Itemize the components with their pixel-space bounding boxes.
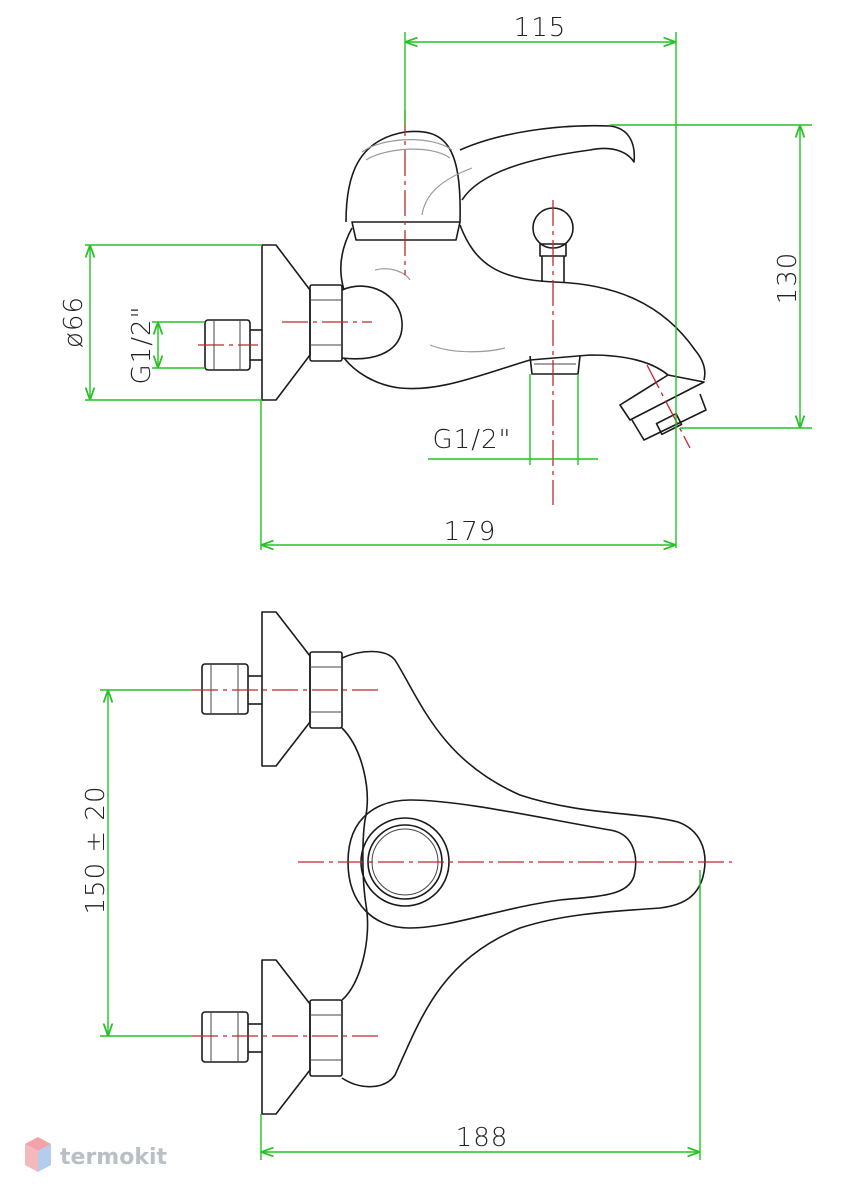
side-spout-nozzle xyxy=(619,374,705,421)
dim-text-inlet-spacing: 150 ± 20 xyxy=(81,785,111,914)
plan-lower-nut xyxy=(309,999,343,1077)
plan-lower-inlet xyxy=(201,1011,249,1063)
side-mixer-body xyxy=(339,227,669,390)
side-cartridge-sleeve xyxy=(351,221,461,241)
side-shower-outlet xyxy=(529,355,581,375)
dim-text-188: 188 xyxy=(456,1123,509,1153)
side-hex-nut xyxy=(309,284,343,362)
dim-text-outlet-thread: G1/2" xyxy=(433,425,512,455)
dim-text-flange-diameter: ø66 xyxy=(59,296,89,348)
plan-upper-flange xyxy=(261,611,311,767)
plan-view: 150 ± 20 188 xyxy=(81,611,732,1160)
logo-text: termokit xyxy=(60,1145,167,1170)
dim-text-inlet-thread: G1/2" xyxy=(127,306,157,385)
dim-text-115: 115 xyxy=(514,13,567,43)
plan-lever xyxy=(347,799,637,929)
side-lever-handle xyxy=(459,124,636,201)
side-view: 115 130 ø66 G1/2" G1/2" 179 xyxy=(59,13,812,550)
plan-lower-flange xyxy=(261,959,311,1115)
plan-upper-nut xyxy=(309,651,343,729)
dim-text-130: 130 xyxy=(773,252,803,305)
plan-upper-inlet xyxy=(201,663,249,715)
watermark-logo: termokit xyxy=(25,1137,167,1172)
plan-mixer-body xyxy=(341,650,706,1088)
cube-icon xyxy=(25,1137,51,1172)
side-knuckle xyxy=(341,285,403,360)
dim-text-179: 179 xyxy=(444,517,497,547)
